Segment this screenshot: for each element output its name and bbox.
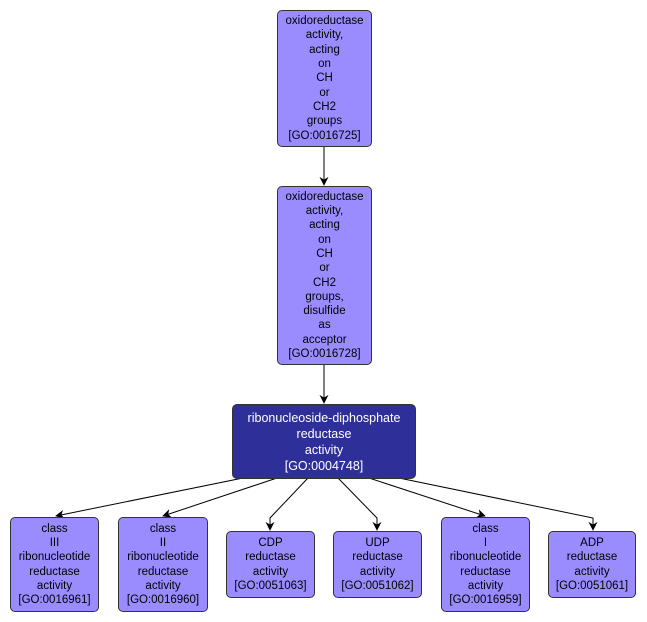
go-term-label-line: activity bbox=[252, 565, 289, 578]
go-term-label-line: on bbox=[318, 233, 331, 246]
go-term-label-line: ribonucleoside-diphosphate bbox=[247, 410, 401, 425]
go-term-label-line: activity bbox=[467, 579, 504, 592]
go-term-id: [GO:0016725] bbox=[288, 129, 361, 142]
go-term-label-line: ribonucleotide bbox=[449, 551, 522, 564]
go-term-id: [GO:0016728] bbox=[288, 347, 361, 360]
go-term-label-line: class bbox=[149, 522, 177, 535]
go-term-label-line: reductase bbox=[29, 565, 80, 578]
go-term-label-line: acting bbox=[309, 219, 340, 232]
go-term-label-line: disulfide bbox=[303, 305, 346, 318]
edge-go-0004748-to-go-0051063 bbox=[265, 477, 309, 531]
go-term-label-line: or bbox=[319, 86, 330, 99]
edge-go-0004748-to-go-0016959 bbox=[368, 477, 486, 518]
go-term-label-line: activity bbox=[145, 579, 181, 592]
go-term-id: [GO:0051061] bbox=[555, 579, 629, 592]
go-term-label-line: UDP bbox=[365, 536, 390, 549]
go-term-label-line: ribonucleotide bbox=[18, 551, 91, 564]
go-term-label-line: class bbox=[472, 522, 499, 535]
go-term-label-line: CH bbox=[316, 247, 333, 260]
go-term-label-line: CH2 bbox=[312, 276, 336, 289]
go-term-id: [GO:0016961] bbox=[18, 594, 91, 607]
go-term-label-line: I bbox=[483, 536, 488, 549]
go-term-label-line: as bbox=[318, 319, 331, 332]
go-term-label-line: oxidoreductase bbox=[285, 15, 364, 28]
go-term-label-line: activity, bbox=[305, 29, 344, 42]
go-term-label-line: acting bbox=[309, 43, 340, 56]
go-term-label-line: activity bbox=[359, 565, 396, 578]
go-term-id: [GO:0016959] bbox=[449, 594, 522, 607]
edge-go-0004748-to-go-0051062 bbox=[337, 477, 382, 531]
go-term-label-line: reductase bbox=[245, 551, 296, 564]
go-term-label-line: oxidoreductase bbox=[285, 190, 364, 203]
go-term-label-line: reductase bbox=[460, 565, 511, 578]
go-term-label-line: on bbox=[318, 58, 331, 71]
go-term-label-line: or bbox=[319, 262, 330, 275]
go-term-label-line: activity bbox=[36, 579, 73, 592]
go-term-id: [GO:0016960] bbox=[126, 594, 200, 607]
go-term-label-line: ribonucleotide bbox=[127, 551, 199, 564]
edge-go-0004748-to-go-0016961 bbox=[55, 477, 244, 519]
edge-go-0004748-to-go-0016960 bbox=[162, 477, 278, 518]
go-term-label-line: activity bbox=[574, 565, 610, 578]
go-term-label-line: class bbox=[41, 522, 68, 535]
edge-go-0004748-to-go-0051061 bbox=[398, 477, 598, 531]
go-term-label-line: groups bbox=[306, 115, 343, 128]
go-term-label-line: ADP bbox=[580, 536, 604, 549]
go-term-label-line: acceptor bbox=[302, 333, 347, 346]
go-term-label-line: II bbox=[159, 536, 167, 549]
go-term-label-line: activity bbox=[304, 442, 344, 457]
go-term-label-line: reductase bbox=[566, 551, 618, 564]
go-term-label-line: activity, bbox=[305, 205, 344, 218]
go-term-id: [GO:0004748] bbox=[284, 458, 364, 473]
go-term-label-line: CH2 bbox=[312, 100, 336, 113]
go-term-label-line: reductase bbox=[296, 426, 352, 441]
go-term-label-line: CH bbox=[316, 72, 333, 85]
go-term-label-line: reductase bbox=[137, 565, 189, 578]
go-term-label-line: groups, bbox=[305, 290, 344, 303]
go-term-label-line: CDP bbox=[258, 536, 283, 549]
go-term-id: [GO:0051062] bbox=[341, 579, 414, 592]
go-term-label-line: reductase bbox=[352, 551, 403, 564]
go-term-id: [GO:0051063] bbox=[234, 579, 307, 592]
go-term-label-line: III bbox=[49, 536, 60, 549]
